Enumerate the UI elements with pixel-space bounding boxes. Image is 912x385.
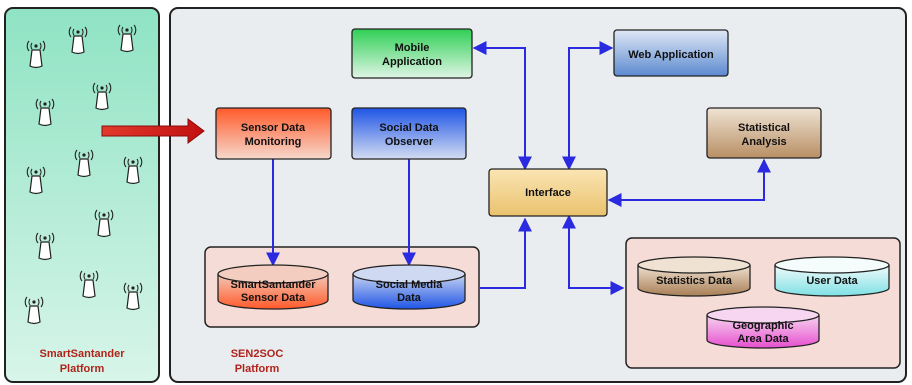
- statistical-analysis-label-line1: Statistical: [738, 122, 790, 134]
- statistics-data-db: Statistics Data: [637, 256, 751, 297]
- web-application-box: Web Application: [613, 29, 729, 77]
- social-media-data-db: Social Media Data: [352, 264, 466, 310]
- smartsantander-sensor-data-db: SmartSantander Sensor Data: [217, 264, 329, 310]
- user-data-label: User Data: [806, 275, 858, 287]
- sensor-data-monitoring-box: Sensor Data Monitoring: [215, 107, 332, 160]
- mobile-application-box: Mobile Application: [351, 28, 473, 79]
- sensor-data-monitoring-label-line1: Sensor Data: [241, 122, 306, 134]
- connector-interface-storage: [562, 214, 625, 295]
- mobile-application-label-line1: Mobile: [395, 42, 430, 54]
- social-data-observer-box: Social Data Observer: [351, 107, 467, 160]
- connector-interface-web: [562, 41, 614, 171]
- geographic-area-data-label-line1: Geographic: [732, 320, 793, 332]
- connector-interface-statistical: [607, 158, 771, 207]
- interface-box: Interface: [488, 168, 608, 217]
- interface-label: Interface: [525, 187, 571, 199]
- geographic-area-data-label-line2: Area Data: [737, 333, 789, 345]
- sensor-input-arrow: [101, 118, 205, 144]
- connectors: [266, 41, 771, 295]
- statistical-analysis-box: Statistical Analysis: [706, 107, 822, 159]
- mobile-application-label-line2: Application: [382, 56, 442, 68]
- smartsantander-platform-panel: SmartSantander Platform: [4, 7, 160, 383]
- smartsantander-sensor-data-label-line1: SmartSantander: [231, 279, 317, 291]
- sen2soc-label-line1: SEN2SOC: [231, 348, 284, 360]
- geographic-area-data-db: Geographic Area Data: [706, 306, 820, 349]
- social-data-observer-label-line2: Observer: [385, 136, 434, 148]
- sensor-data-monitoring-label-line2: Monitoring: [245, 136, 302, 148]
- smartsantander-label-line2: Platform: [60, 363, 105, 375]
- statistical-analysis-label-line2: Analysis: [741, 136, 786, 148]
- smartsantander-sensor-data-label-line2: Sensor Data: [241, 292, 306, 304]
- social-media-data-label-line2: Data: [397, 292, 422, 304]
- web-application-label: Web Application: [628, 49, 714, 61]
- social-data-observer-label-line1: Social Data: [379, 122, 439, 134]
- social-media-data-label-line1: Social Media: [376, 279, 444, 291]
- user-data-db: User Data: [774, 256, 890, 297]
- statistics-data-label: Statistics Data: [656, 275, 733, 287]
- sen2soc-label-line2: Platform: [235, 363, 280, 375]
- smartsantander-label-line1: SmartSantander: [40, 348, 126, 360]
- connector-mobile-interface: [472, 41, 532, 171]
- connector-storage-interface: [480, 217, 532, 289]
